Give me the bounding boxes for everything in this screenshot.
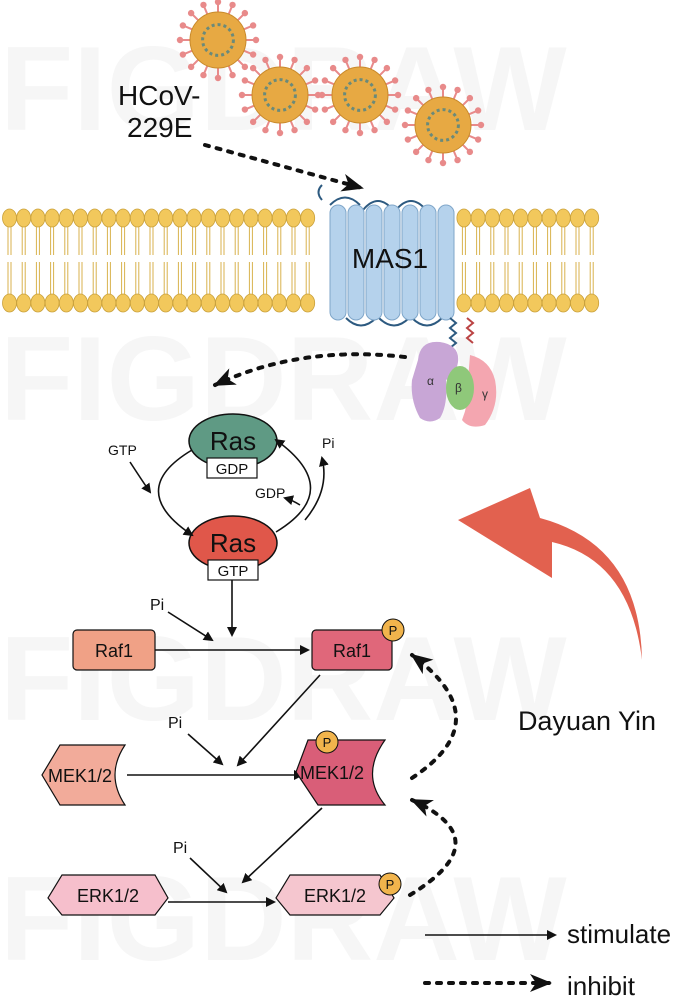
virus-label-line1: HCoV- bbox=[118, 80, 200, 111]
mek12-phosphorylated: MEK1/2 P bbox=[295, 730, 387, 806]
raf1-phosphorylated: Raf1 P bbox=[311, 618, 405, 671]
cell-membrane bbox=[2, 208, 600, 313]
mek-pi-arrow bbox=[187, 733, 224, 766]
virus-particles bbox=[176, 0, 485, 167]
erk12-p-label: ERK1/2 bbox=[304, 886, 366, 906]
gdp-release-arrow bbox=[283, 495, 301, 506]
g-beta-label: β bbox=[455, 381, 462, 395]
erk12-label: ERK1/2 bbox=[77, 886, 139, 906]
gtp-input-arrow bbox=[129, 461, 152, 494]
g-gamma-label: γ bbox=[482, 387, 488, 401]
erk12-phosphorylated: ERK1/2 P bbox=[275, 872, 402, 916]
virus-to-receptor-arrow bbox=[203, 143, 364, 192]
g-alpha-label: α bbox=[427, 374, 434, 388]
virus-particle bbox=[238, 53, 322, 137]
mek-to-raf-inhibit-arrow bbox=[410, 653, 458, 780]
virus-label-line2: 229E bbox=[127, 112, 192, 143]
ras-gtp-tag: GTP bbox=[218, 563, 249, 580]
receptor-label: MAS1 bbox=[352, 243, 428, 274]
legend: stimulate inhibit bbox=[423, 919, 671, 1000]
erk-pi-arrow bbox=[189, 857, 228, 894]
mek-pi-label: Pi bbox=[168, 715, 182, 732]
legend-inhibit-label: inhibit bbox=[567, 971, 636, 1000]
mek-to-erk-arrow bbox=[241, 807, 323, 884]
ras-gdp: Ras GDP bbox=[188, 413, 278, 479]
virus-particle bbox=[176, 0, 260, 82]
raf1-p-label: Raf1 bbox=[333, 641, 371, 661]
gprotein-to-ras-arrow bbox=[213, 352, 407, 387]
mek12-label: MEK1/2 bbox=[48, 766, 112, 786]
mek12-phospho-label: P bbox=[323, 735, 332, 750]
raf1: Raf1 bbox=[72, 629, 156, 671]
ras-gtp-name: Ras bbox=[210, 528, 256, 558]
erk12: ERK1/2 bbox=[47, 874, 169, 916]
raf1-label: Raf1 bbox=[95, 641, 133, 661]
pi-release-arrow bbox=[304, 456, 329, 521]
svg-text:FIGDRAW: FIGDRAW bbox=[0, 852, 567, 986]
g-protein-complex: α β γ bbox=[411, 317, 497, 427]
gdp-to-gtp-exchange-arrow bbox=[157, 449, 194, 537]
mek12-p-label: MEK1/2 bbox=[300, 763, 364, 783]
raf-pi-label: Pi bbox=[150, 597, 164, 614]
pi-release-label: Pi bbox=[322, 435, 334, 451]
g-alpha-subunit bbox=[411, 341, 459, 422]
watermark: FIGDRAW FIGDRAW FIGDRAW FIGDRAW bbox=[0, 22, 567, 986]
gdp-release-label: GDP bbox=[255, 485, 285, 501]
raf1-phospho-label: P bbox=[389, 623, 398, 638]
erk12-phospho-label: P bbox=[386, 877, 395, 892]
legend-stimulate-label: stimulate bbox=[567, 919, 671, 949]
virus-particle bbox=[401, 83, 485, 167]
dayuan-yin-arrow bbox=[458, 488, 642, 660]
mas1-receptor bbox=[317, 184, 455, 327]
gtp-hydrolysis-arrow bbox=[274, 438, 312, 533]
erk-pi-label: Pi bbox=[173, 840, 187, 857]
raf-pi-arrow bbox=[167, 611, 214, 642]
drug-label: Dayuan Yin bbox=[518, 706, 656, 736]
erk-to-mek-inhibit-arrow bbox=[408, 798, 458, 897]
g-gamma-subunit bbox=[462, 355, 497, 427]
ras-gdp-tag: GDP bbox=[216, 461, 249, 478]
mek12: MEK1/2 bbox=[41, 744, 127, 806]
ras-gdp-name: Ras bbox=[210, 426, 256, 456]
ras-gtp: Ras GTP bbox=[188, 515, 278, 581]
g-beta-subunit bbox=[446, 366, 474, 410]
gtp-input-label: GTP bbox=[108, 442, 137, 458]
virus-particle bbox=[318, 53, 402, 137]
raf-to-mek-arrow bbox=[236, 674, 321, 767]
